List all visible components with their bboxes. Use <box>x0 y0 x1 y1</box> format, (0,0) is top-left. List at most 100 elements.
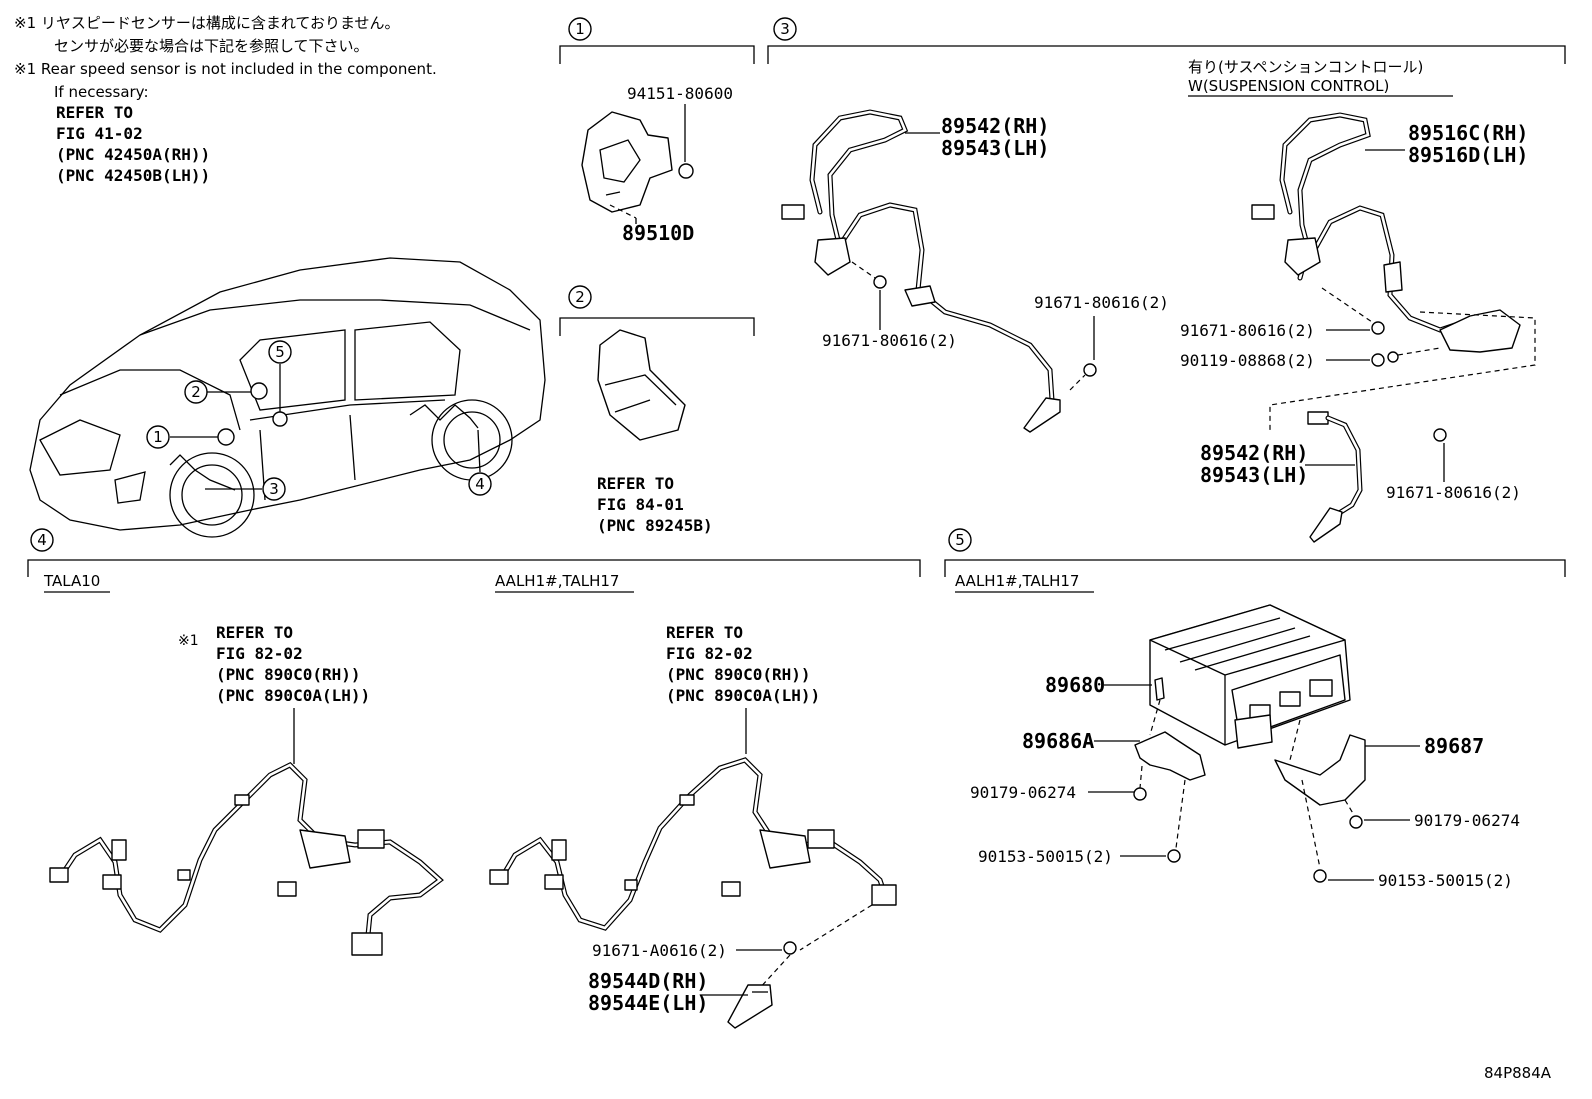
car-rear-wheel-inner <box>443 411 501 469</box>
bolt-dash-line <box>1069 374 1086 391</box>
sensor-harness-89516 <box>1251 112 1521 353</box>
connector <box>102 874 122 890</box>
car-rear-harness <box>409 404 479 429</box>
section-1-bracket <box>559 45 755 64</box>
bolt-dash-line <box>851 261 879 281</box>
part-89544E: 89544E(LH) <box>588 991 708 1015</box>
car-hood-line <box>59 369 241 431</box>
wire-harness-right <box>489 757 897 931</box>
sec5-header-aalh: AALH1#,TALH17 <box>955 572 1079 590</box>
sensor-harness-89542-left <box>781 109 1061 433</box>
connector <box>111 839 127 861</box>
connector <box>544 874 564 890</box>
wire-harness-left <box>49 761 444 956</box>
sec4-left-pnc-lh: (PNC 890C0A(LH)) <box>216 686 370 705</box>
section-4-number: 4 <box>37 531 47 549</box>
sensor-dash-line <box>799 904 873 951</box>
section-4: 4 TALA10 AALH1#,TALH17 ※1 REFER TO FIG 8… <box>27 528 921 1029</box>
bracket-89686a <box>1134 731 1206 781</box>
part-90119-08868: 90119-08868(2) <box>1180 351 1315 370</box>
bolt-dash-line <box>1321 287 1373 323</box>
part-89543-left: 89543(LH) <box>941 136 1049 160</box>
sensor-dash-line <box>757 954 791 991</box>
locator-ring-1 <box>217 428 235 446</box>
bolt-part <box>1083 363 1097 377</box>
sec4-left-pnc-rh: (PNC 890C0(RH)) <box>216 665 361 684</box>
car-callout-2: 2 <box>184 380 251 404</box>
clamp <box>177 869 191 881</box>
notes-block: ※1 リヤスピードセンサーは構成に含まれておりません。 センサが必要な場合は下記… <box>14 14 437 185</box>
car-callout-5: 5 <box>268 340 292 412</box>
section-3-bracket <box>767 45 1566 64</box>
note-jp-line1: ※1 リヤスピードセンサーは構成に含まれておりません。 <box>14 14 400 32</box>
section-5-bracket <box>944 559 1566 577</box>
connector <box>357 829 385 849</box>
bolt-part <box>1371 353 1385 367</box>
bracket <box>814 237 851 276</box>
bracket-89687 <box>1274 734 1366 806</box>
connector <box>871 884 897 906</box>
part-89686A: 89686A <box>1022 729 1094 753</box>
bracket <box>904 285 936 307</box>
section-3: 3 有り(サスペンションコントロール) W(SUSPENSION CONTROL… <box>767 17 1566 543</box>
clamp <box>234 794 250 806</box>
part-91671-80616-a: 91671-80616(2) <box>822 331 957 350</box>
section-4-bracket <box>27 559 921 577</box>
bolt-part <box>783 941 797 955</box>
sensor-89542-lower <box>1307 411 1363 543</box>
sec4-left-fig: FIG 82-02 <box>216 644 303 663</box>
car-callout-4: 4 <box>468 429 492 496</box>
svg-text:4: 4 <box>475 475 485 493</box>
section-5-marker <box>948 528 972 552</box>
nut-part <box>1349 815 1363 829</box>
connector <box>551 839 567 861</box>
car-grille <box>39 419 121 476</box>
vehicle-illustration: 1 2 3 4 5 <box>29 257 546 538</box>
svg-text:2: 2 <box>191 383 201 401</box>
locator-ring-5 <box>272 411 288 427</box>
section-2-marker <box>568 285 592 309</box>
part-91671-A0616: 91671-A0616(2) <box>592 941 727 960</box>
airbag-sensor-part <box>597 329 686 441</box>
sec2-refer-to: REFER TO <box>597 474 674 493</box>
sec3-en-header: W(SUSPENSION CONTROL) <box>1188 77 1389 95</box>
clamp <box>624 879 638 891</box>
svg-text:5: 5 <box>275 343 285 361</box>
part-94151-80600: 94151-80600 <box>627 84 733 103</box>
section-1-number: 1 <box>575 20 585 38</box>
sec4-header-tala10: TALA10 <box>43 572 100 590</box>
car-front-wheel <box>169 452 255 538</box>
bracket <box>1284 237 1321 276</box>
sensor-tip <box>1309 507 1343 543</box>
note-refer-to: REFER TO <box>56 103 133 122</box>
section-1-marker <box>568 17 592 41</box>
section-2-number: 2 <box>575 288 585 306</box>
part-89544D: 89544D(RH) <box>588 969 708 993</box>
part-89543-lower: 89543(LH) <box>1200 463 1308 487</box>
sec4-right-refer-to: REFER TO <box>666 623 743 642</box>
part-89687: 89687 <box>1424 734 1484 758</box>
sec4-left-refer-to: REFER TO <box>216 623 293 642</box>
bolt-part <box>1167 849 1181 863</box>
bolt-part <box>1371 321 1385 335</box>
car-headlamp <box>114 471 146 504</box>
nut-dash-line <box>1139 765 1143 789</box>
ecu-module-89680 <box>1149 604 1351 749</box>
sec2-fig: FIG 84-01 <box>597 495 684 514</box>
bracket <box>299 829 351 869</box>
connector <box>1251 204 1275 220</box>
sec4-star-note: ※1 <box>178 633 199 649</box>
note-jp-line2: センサが必要な場合は下記を参照して下さい。 <box>54 37 369 55</box>
yaw-rate-sensor-part <box>581 111 673 213</box>
car-body-outline <box>29 257 546 531</box>
connector <box>49 867 69 883</box>
connector <box>807 829 835 849</box>
leader-89510d-dash <box>609 204 637 219</box>
bolt-part <box>1433 428 1447 442</box>
part-90153-50015-left: 90153-50015(2) <box>978 847 1113 866</box>
nut-dash-line <box>1344 799 1355 816</box>
note-en-line2: If necessary: <box>54 83 149 101</box>
bolt-dash-line <box>1397 347 1441 356</box>
